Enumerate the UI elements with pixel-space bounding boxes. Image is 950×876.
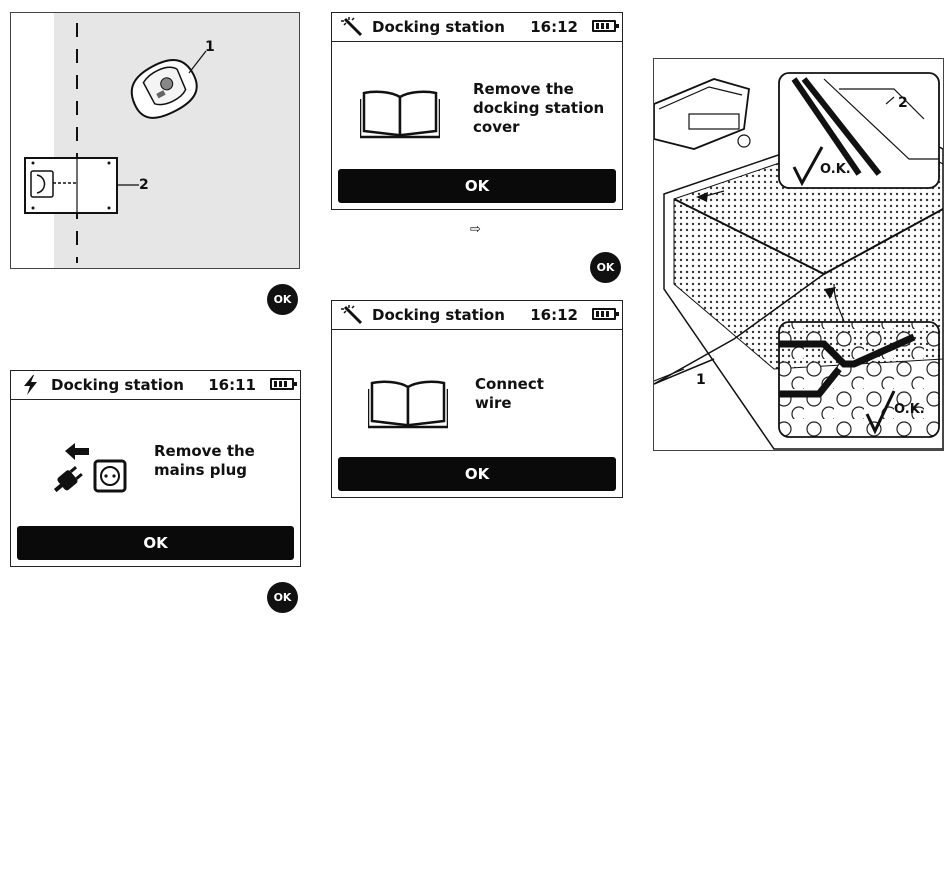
screen-time: 16:12 <box>530 306 578 324</box>
manual-book-icon <box>368 373 448 429</box>
docking-plate-illustration <box>654 59 943 450</box>
docking-station-icon <box>25 158 117 213</box>
screen-message: Remove the docking station cover <box>473 80 604 137</box>
screen-message: Remove the mains plug <box>154 442 255 480</box>
callout-2: 2 <box>898 95 908 111</box>
screen-ok-button[interactable]: OK <box>338 457 616 491</box>
screen-ok-button[interactable]: OK <box>17 526 294 560</box>
screen-message: Connect wire <box>475 375 544 413</box>
screen-header: Docking station 16:12 <box>332 301 622 330</box>
callout-2: 2 <box>139 177 149 193</box>
unplug-mains-icon <box>51 441 131 501</box>
callout-1: 1 <box>696 372 706 388</box>
screen-time: 16:12 <box>530 18 578 36</box>
lightning-icon <box>20 375 42 395</box>
ok-button-icon[interactable]: OK <box>590 252 621 283</box>
ok-label-top: O.K. <box>820 162 851 177</box>
mower-docking-illustration <box>11 13 299 268</box>
ok-button-icon[interactable]: OK <box>267 582 298 613</box>
battery-icon <box>270 378 294 390</box>
screen-ok-button[interactable]: OK <box>338 169 616 203</box>
battery-icon <box>592 308 616 320</box>
mower-docking-diagram: 1 2 <box>10 12 300 269</box>
screen-header: Docking station 16:11 <box>11 371 300 400</box>
ok-button-icon[interactable]: OK <box>267 284 298 315</box>
manual-book-icon <box>360 83 440 139</box>
screen-header: Docking station 16:12 <box>332 13 622 42</box>
lcd-screen-remove-cover: Docking station 16:12 Remove the docking… <box>331 12 623 210</box>
wire-connection-diagram: 2 O.K. 1 O.K. <box>653 58 944 451</box>
screen-title: Docking station <box>51 376 184 394</box>
magic-wand-icon <box>341 17 363 37</box>
callout-1: 1 <box>205 39 215 55</box>
arrow-right-icon: ⇨ <box>470 222 481 237</box>
screen-title: Docking station <box>372 18 505 36</box>
screen-title: Docking station <box>372 306 505 324</box>
battery-icon <box>592 20 616 32</box>
screen-time: 16:11 <box>208 376 256 394</box>
ok-label-bottom: O.K. <box>894 402 925 417</box>
lcd-screen-remove-plug: Docking station 16:11 Remove the mains p… <box>10 370 301 567</box>
magic-wand-icon <box>341 305 363 325</box>
lcd-screen-connect-wire: Docking station 16:12 Connect wire OK <box>331 300 623 498</box>
